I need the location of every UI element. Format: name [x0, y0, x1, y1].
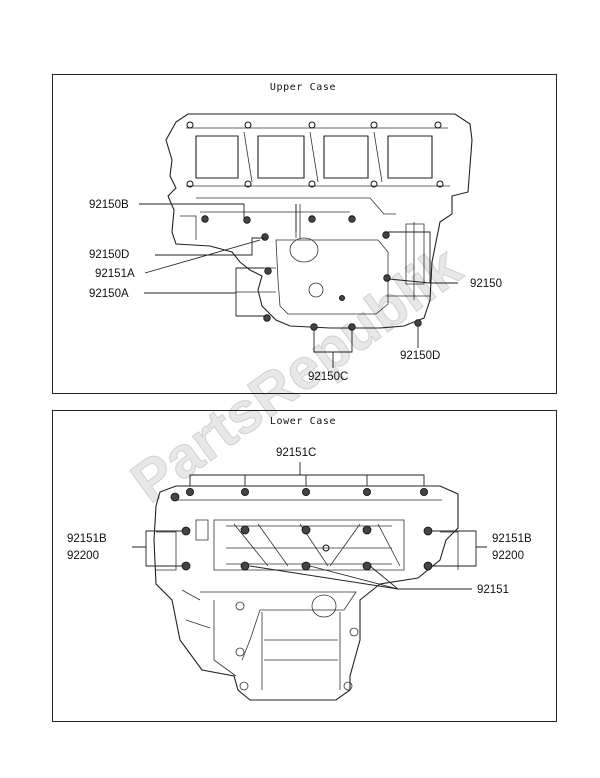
label-92150: 92150	[470, 278, 502, 290]
label-92150D-right: 92150D	[400, 350, 440, 362]
upper-case-panel	[52, 74, 557, 394]
lower-crankcase-drawing	[153, 485, 459, 701]
lower-case-part-labels: 92151C 92151B 92200 92151B 92200 92151	[67, 447, 532, 596]
label-92150A: 92150A	[89, 288, 129, 300]
upper-case-title: Upper Case	[270, 82, 336, 93]
lower-case-title: Lower Case	[270, 416, 336, 427]
watermark: PartsRepublik	[119, 233, 473, 515]
label-92150B: 92150B	[89, 199, 129, 211]
upper-case-leader-lines	[139, 203, 458, 368]
label-92151A: 92151A	[95, 268, 135, 280]
label-92151C: 92151C	[276, 447, 316, 459]
upper-case-bolts	[186, 121, 444, 331]
lower-case-bolts	[170, 487, 433, 571]
upper-case-part-labels: 92150B 92150D 92151A 92150A 92150 92150D…	[89, 199, 502, 383]
lower-case-leader-lines	[132, 462, 487, 590]
label-92200-right: 92200	[492, 550, 524, 562]
label-92200-left: 92200	[67, 550, 99, 562]
label-92151B-right: 92151B	[492, 533, 532, 545]
upper-crankcase-drawing	[165, 113, 473, 329]
label-92151: 92151	[477, 584, 509, 596]
label-92150C: 92150C	[308, 371, 348, 383]
label-92151B-left: 92151B	[67, 533, 107, 545]
label-92150D-left: 92150D	[89, 249, 129, 261]
